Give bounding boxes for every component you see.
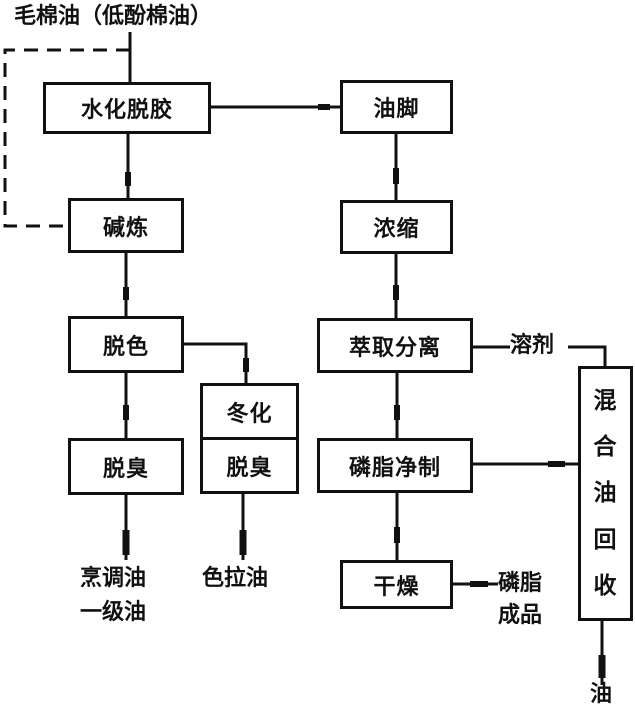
cooking-oil-label: 烹调油 — [80, 566, 147, 591]
node-drying: 干燥 — [340, 560, 453, 609]
edge-solvent-to-miscella — [568, 345, 607, 366]
node-winterization-label: 冬化 — [226, 401, 273, 427]
phospholipid-label: 磷脂 — [498, 571, 543, 596]
node-winterization: 冬化 — [203, 386, 296, 437]
node-miscella-char: 合 — [593, 434, 618, 461]
node-extraction-separation-label: 萃取分离 — [348, 335, 441, 361]
node-deodorization-cooking: 脱臭 — [68, 438, 184, 495]
node-soapstock: 油脚 — [340, 80, 453, 134]
solvent-label: 溶剂 — [510, 333, 555, 358]
salad-oil-label: 色拉油 — [202, 566, 269, 591]
node-concentration-label: 浓缩 — [373, 217, 420, 242]
node-concentration: 浓缩 — [340, 200, 453, 254]
node-soapstock-label: 油脚 — [373, 97, 420, 122]
node-phospholipid-purification: 磷脂净制 — [317, 438, 473, 493]
node-alkali-refining-label: 碱炼 — [102, 215, 149, 241]
node-miscella-recovery: 混 合 油 回 收 — [578, 366, 633, 621]
node-deodorization-cooking-label: 脱臭 — [102, 456, 149, 482]
node-miscella-char: 回 — [593, 526, 618, 553]
node-drying-label: 干燥 — [373, 574, 420, 600]
node-miscella-char: 收 — [593, 572, 618, 599]
node-miscella-char: 油 — [593, 480, 618, 507]
finished-product-label: 成品 — [498, 603, 543, 628]
node-degumming: 水化脱胶 — [43, 82, 211, 134]
node-bleaching: 脱色 — [68, 316, 184, 373]
node-extraction-separation: 萃取分离 — [317, 318, 473, 373]
first-grade-oil-label: 一级油 — [80, 600, 147, 625]
edge-bleaching-to-winterization — [183, 342, 248, 383]
node-deodorization-salad-label: 脱臭 — [226, 455, 273, 481]
node-bleaching-label: 脱色 — [102, 334, 149, 360]
node-phospholipid-purification-label: 磷脂净制 — [348, 455, 441, 481]
node-alkali-refining: 碱炼 — [68, 198, 184, 253]
oil-output-label: 油 — [590, 682, 613, 707]
node-winterization-deodorization: 冬化 脱臭 — [200, 383, 299, 494]
node-deodorization-salad: 脱臭 — [203, 437, 296, 491]
node-degumming-label: 水化脱胶 — [80, 98, 173, 123]
crude-cottonseed-oil-label: 毛棉油（低酚棉油） — [14, 4, 213, 29]
node-miscella-char: 混 — [593, 388, 618, 415]
edge-crude-to-alkali-dashed — [3, 48, 130, 228]
